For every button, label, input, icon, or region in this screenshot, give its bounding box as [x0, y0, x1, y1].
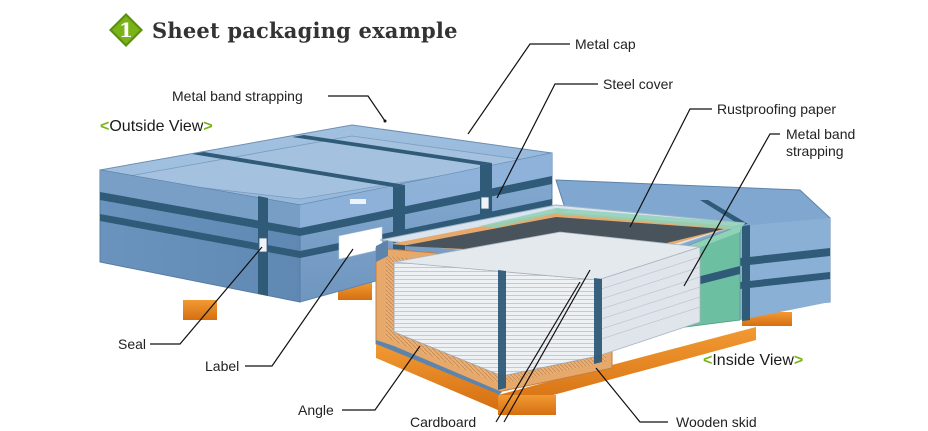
page-title: Sheet packaging example: [152, 18, 458, 43]
callout-metal-band-strapping-inside: Metal band strapping: [786, 126, 876, 160]
callout-angle: Angle: [298, 402, 334, 419]
callout-rustproofing-paper: Rustproofing paper: [717, 101, 836, 118]
callout-wooden-skid: Wooden skid: [676, 414, 757, 431]
callout-label: Label: [205, 358, 239, 375]
outside-skid-left: [183, 300, 217, 320]
diagram-title: 1 Sheet packaging example: [108, 10, 458, 50]
step-badge: 1: [108, 12, 144, 48]
outside-view-label: <Outside View>: [100, 118, 213, 136]
callout-cardboard: Cardboard: [410, 414, 476, 431]
callout-metal-cap: Metal cap: [575, 36, 636, 53]
callout-seal: Seal: [118, 336, 146, 353]
callout-metal-band-strapping-outside: Metal band strapping: [172, 88, 303, 105]
step-number: 1: [108, 12, 144, 48]
inside-view-label: <Inside View>: [703, 352, 803, 370]
callout-steel-cover: Steel cover: [603, 76, 673, 93]
